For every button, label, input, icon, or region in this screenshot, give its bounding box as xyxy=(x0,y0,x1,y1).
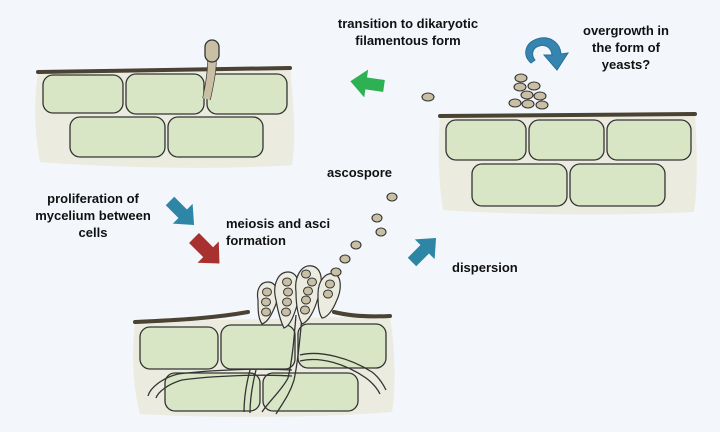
label-line: cells xyxy=(78,225,108,240)
ascospore-dot xyxy=(261,307,271,317)
plant-cell xyxy=(569,163,666,207)
ascospore-dot xyxy=(339,254,351,264)
plant-cell xyxy=(42,74,124,114)
ascospore-dot xyxy=(300,305,310,315)
label-meiosis: meiosis and asci formation xyxy=(226,215,330,249)
circular-arrow-body xyxy=(525,37,570,71)
ascospore-dot xyxy=(301,295,311,305)
yeast-cell xyxy=(508,98,522,108)
plant-cell xyxy=(139,326,219,370)
yeast-cell xyxy=(520,90,534,100)
released-ascospores xyxy=(330,192,398,277)
cuticle-layer xyxy=(438,112,697,118)
yeast-cell xyxy=(521,99,535,109)
asci-group xyxy=(256,265,341,329)
arrow-left-icon xyxy=(350,69,385,98)
ascospore-dot xyxy=(283,287,293,297)
plant-cell xyxy=(471,163,568,207)
yeast-cell xyxy=(513,82,527,92)
ascospore-dot xyxy=(371,213,383,223)
label-line: overgrowth in xyxy=(583,23,669,38)
yeast-cluster xyxy=(421,73,549,110)
label-ascospore: ascospore xyxy=(327,165,393,180)
plant-cell xyxy=(164,372,261,412)
ascospore-dot xyxy=(281,307,291,317)
label-line: transition to dikaryotic xyxy=(337,16,479,31)
circular-arrow-icon xyxy=(525,37,570,71)
tissue-top-right xyxy=(421,73,697,215)
ascospore-dot xyxy=(303,286,313,296)
ascospore-dot xyxy=(323,289,333,299)
label-line: filamentous form xyxy=(355,33,461,48)
tissue-top-left xyxy=(35,39,295,168)
label-line: the form of xyxy=(592,40,660,55)
plant-cell xyxy=(262,372,359,412)
label-line: formation xyxy=(226,233,286,248)
label-line: meiosis and asci xyxy=(226,216,331,231)
plant-cell xyxy=(606,119,692,161)
yeast-cell xyxy=(527,81,541,91)
yeast-cell xyxy=(535,100,549,110)
label-dispersion: dispersion xyxy=(452,260,518,275)
label-line: yeasts? xyxy=(601,57,651,72)
yeast-cell xyxy=(533,91,547,101)
tissue-bottom xyxy=(133,265,395,417)
ascospore-dot xyxy=(330,267,342,277)
ascospore-dot xyxy=(261,297,271,307)
ascospore-dot xyxy=(282,277,292,287)
cuticle-left xyxy=(133,310,250,324)
arrow-right-down-icon xyxy=(189,233,220,264)
plant-cell xyxy=(69,116,166,158)
label-proliferation: proliferation of mycelium between cells xyxy=(18,190,168,241)
plant-cell xyxy=(167,116,264,158)
ascospore-dot xyxy=(307,277,317,287)
hypha-fill xyxy=(203,60,216,100)
ascospore-dot xyxy=(262,287,272,297)
plant-cell xyxy=(125,73,205,115)
label-line: mycelium between xyxy=(35,208,151,223)
plant-cell xyxy=(206,73,288,115)
germinating-spore xyxy=(204,39,220,63)
ascospore-dot xyxy=(350,240,362,250)
cuticle-layer xyxy=(36,66,292,74)
arrow-up-right-icon xyxy=(407,237,437,267)
ascospore-dot xyxy=(282,297,292,307)
arrow-right-down-icon xyxy=(165,196,195,226)
ascospore-dot xyxy=(325,279,335,289)
ascospore-dot xyxy=(301,269,311,279)
ascospore-dot xyxy=(375,227,387,237)
free-yeast-cell xyxy=(421,92,435,102)
plant-cell xyxy=(297,323,387,369)
intercellular-mycelium xyxy=(147,314,387,415)
cuticle-right xyxy=(332,310,392,319)
yeast-cell xyxy=(514,73,528,83)
label-line: proliferation of xyxy=(47,191,139,206)
label-transition: transition to dikaryotic filamentous for… xyxy=(318,15,498,49)
label-overgrowth: overgrowth in the form of yeasts? xyxy=(566,22,686,73)
plant-cell xyxy=(445,119,527,161)
plant-cell xyxy=(220,324,296,370)
plant-cell xyxy=(528,119,605,161)
ascospores-in-asci xyxy=(261,269,335,317)
ascospore-dot xyxy=(386,192,398,202)
